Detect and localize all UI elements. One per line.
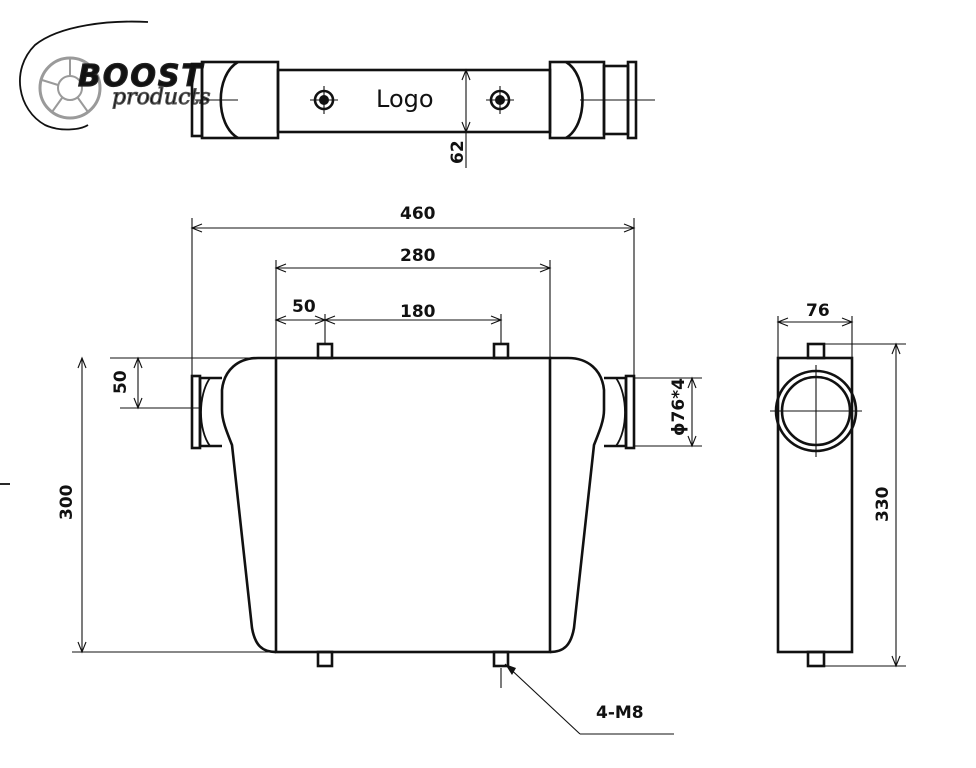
dim-total-width: 460: [400, 204, 436, 224]
dim-inlet-offset: 50: [111, 370, 131, 394]
right-end-tank: [549, 356, 606, 654]
dim-core-width: 280: [400, 246, 436, 266]
height-dim-62: 62: [448, 140, 468, 164]
dim-side-depth: 76: [806, 301, 830, 321]
mount-bolt-icon: [486, 86, 514, 114]
dim-core-height: 300: [57, 484, 77, 520]
brand-name: BOOST: [78, 59, 204, 94]
dim-pipe-diameter: ϕ76*4: [669, 378, 689, 436]
dim-mount-offset: 50: [292, 297, 316, 317]
side-view: 76 330: [770, 301, 906, 668]
left-end-tank: [220, 356, 277, 654]
mount-bolt-icon: [310, 86, 338, 114]
brand-sub: products: [112, 85, 211, 110]
front-view: 460 280 50 180 50 300: [0, 204, 702, 735]
brand-swoosh: [19, 20, 149, 131]
logo-label: Logo: [376, 85, 434, 113]
dim-side-height: 330: [873, 486, 893, 522]
intercooler-core: [274, 356, 552, 654]
top-view: Logo 62: [190, 60, 655, 168]
thread-note: 4-M8: [596, 703, 644, 723]
brand-logo: BOOST products: [19, 20, 211, 131]
dim-mount-spacing: 180: [400, 302, 436, 322]
side-body: [776, 356, 854, 654]
